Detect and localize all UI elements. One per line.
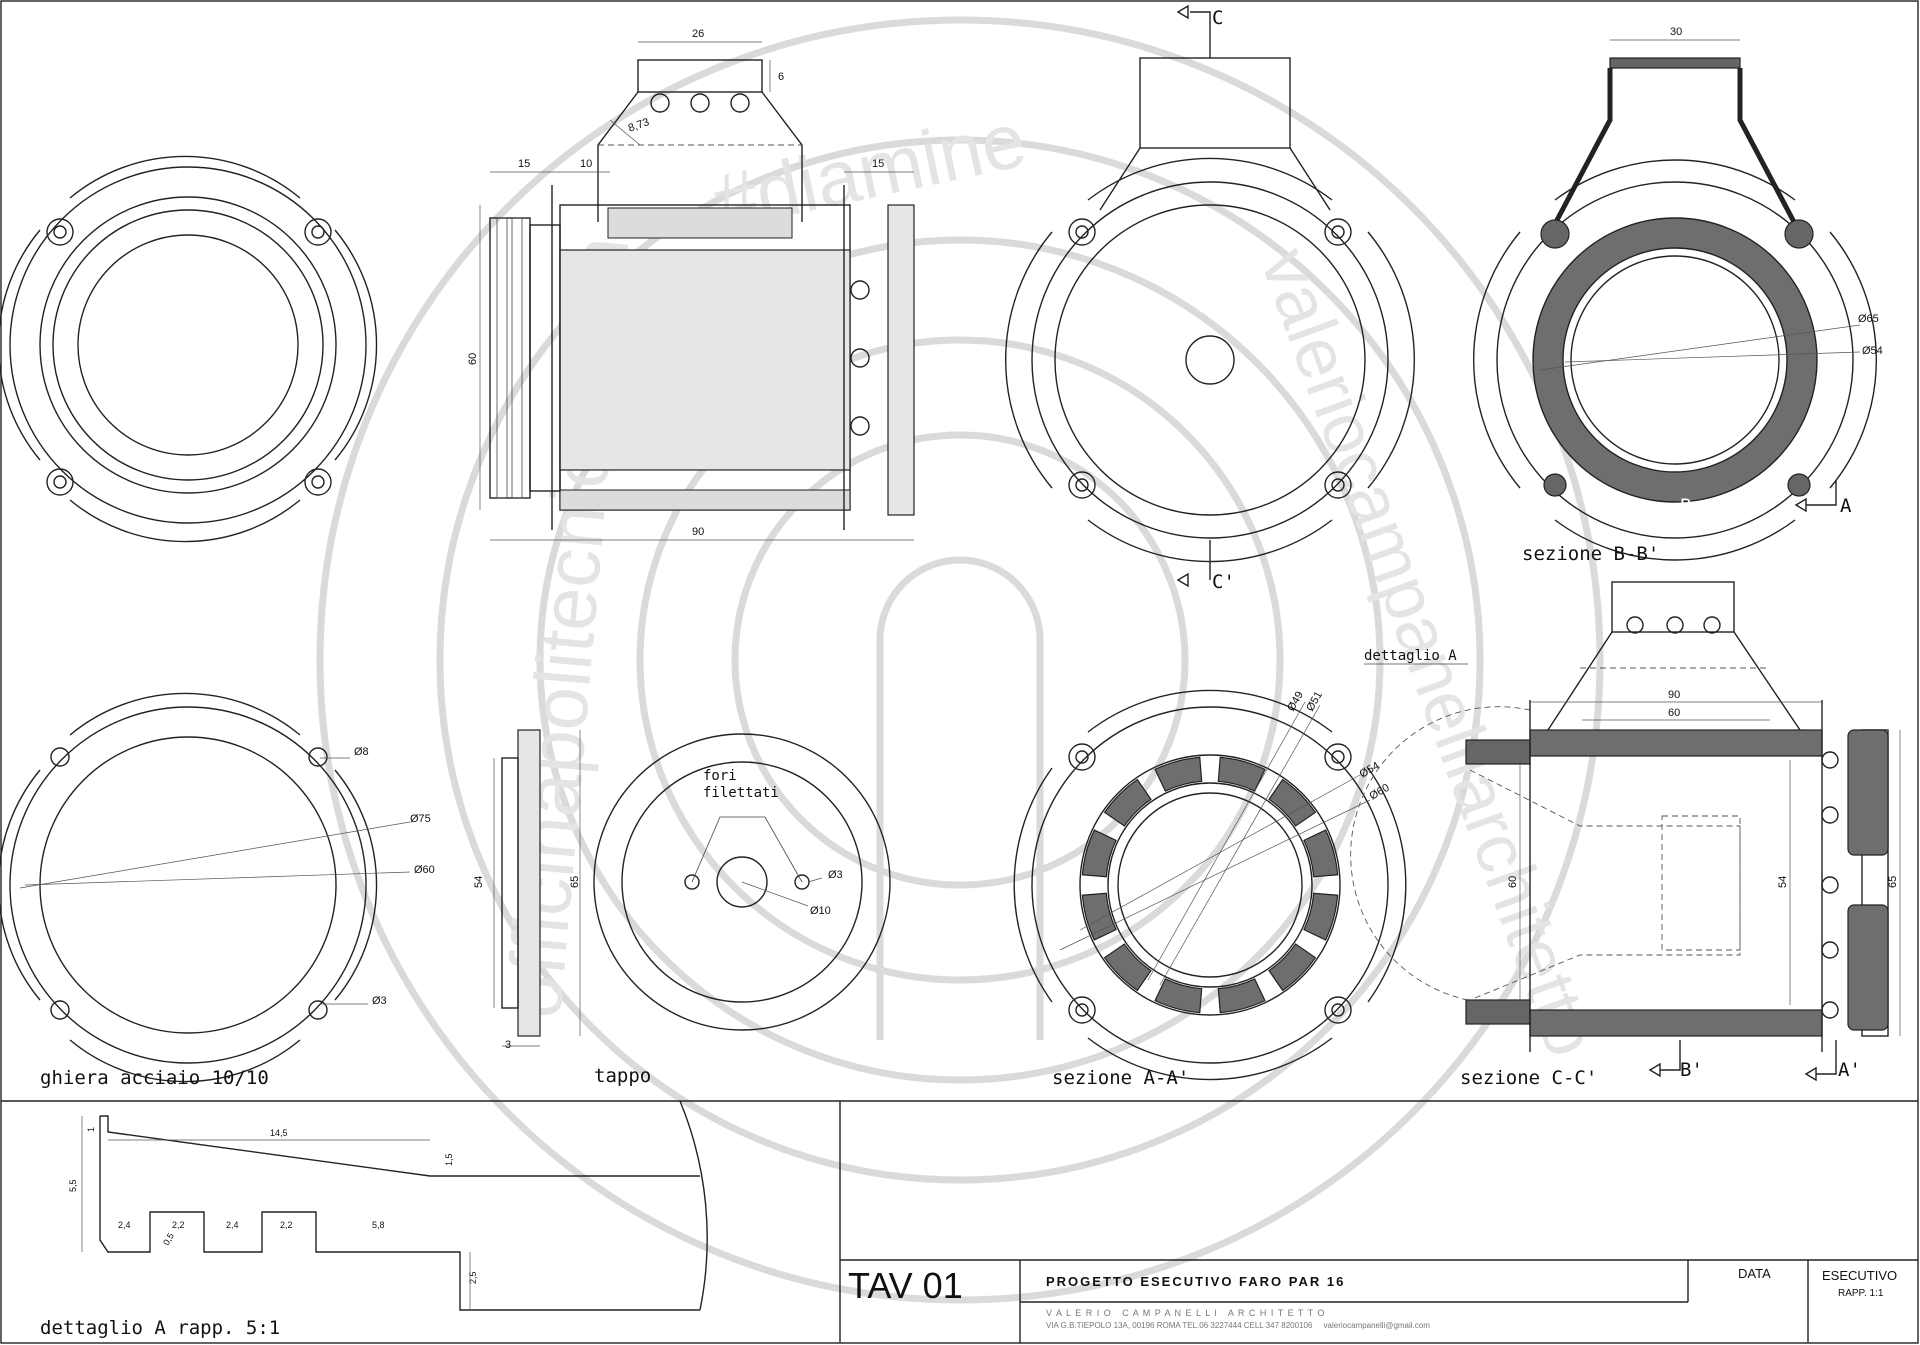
address-line: VIA G.B.TIEPOLO 13A, 00196 ROMA TEL.06 3… <box>1046 1321 1430 1330</box>
dim-3-gh: Ø3 <box>372 995 387 1007</box>
dim-90-cc: 90 <box>1668 689 1680 701</box>
author-line: V A L E R I O C A M P A N E L L I A R C … <box>1046 1308 1325 1318</box>
dim-30: 30 <box>1670 26 1682 38</box>
det-dim-1: 1 <box>86 1127 96 1132</box>
dim-75: Ø75 <box>410 813 431 825</box>
det-dim-2-2a: 2,2 <box>172 1220 185 1230</box>
dim-54-bb: Ø54 <box>1862 345 1883 357</box>
det-dim-2-4b: 2,4 <box>226 1220 239 1230</box>
label-sezione-aa: sezione A-A' <box>1052 1067 1189 1089</box>
dim-15-left: 15 <box>518 158 530 170</box>
section-aa-view: Ø49 Ø51 Ø54 Ø60 sezione A-A' <box>1013 689 1407 1089</box>
label-dettaglio-a: dettaglio A rapp. 5:1 <box>40 1317 280 1339</box>
marker-c-bottom: C' <box>1212 571 1235 593</box>
label-dettaglio-a-tag: dettaglio A <box>1364 648 1457 664</box>
det-dim-2-4a: 2,4 <box>118 1220 131 1230</box>
dim-60-gh: Ø60 <box>414 864 435 876</box>
aa-cooling-segments <box>1081 756 1339 1014</box>
dim-65-tappo: 65 <box>569 876 581 888</box>
det-dim-5-5: 5,5 <box>68 1179 78 1192</box>
det-dim-1-5: 1,5 <box>444 1153 454 1166</box>
dim-51: Ø51 <box>1304 689 1325 713</box>
aa-ring-segment <box>1303 892 1339 941</box>
det-dim-0-5: 0,5 <box>161 1231 176 1247</box>
label-ghiera: ghiera acciaio 10/10 <box>40 1067 269 1089</box>
dim-54-tappo: 54 <box>473 876 485 888</box>
section-cc-view: 90 60 60 54 65 dettaglio A B' A' sezione… <box>1350 581 1901 1089</box>
dim-8: Ø8 <box>354 746 369 758</box>
data-label: DATA <box>1738 1266 1771 1281</box>
marker-b-inner: B <box>1680 495 1691 517</box>
label-fori-2: filettati <box>703 785 779 801</box>
det-dim-14-5: 14,5 <box>270 1128 288 1138</box>
section-bb-view: 30 Ø65 Ø54 A B sezione B-B' <box>1472 26 1883 565</box>
tav-number: TAV 01 <box>848 1265 963 1306</box>
ghiera-bolt-holes <box>46 218 332 496</box>
dim-10-hole: Ø10 <box>810 905 831 917</box>
aa-ring-segment <box>1303 829 1339 878</box>
stage-label: ESECUTIVO <box>1822 1268 1897 1283</box>
label-fori-1: fori <box>703 768 737 784</box>
dim-6: 6 <box>778 71 784 83</box>
dim-54-cc: 54 <box>1777 876 1789 888</box>
dim-60-cc-left: 60 <box>1507 876 1519 888</box>
dim-3-tappo: 3 <box>505 1039 511 1051</box>
marker-a-prime: A' <box>1838 1059 1861 1081</box>
det-dim-5-8: 5,8 <box>372 1220 385 1230</box>
aa-ring-segment <box>1268 778 1317 827</box>
dim-3-hole: Ø3 <box>828 869 843 881</box>
label-sezione-bb: sezione B-B' <box>1522 543 1659 565</box>
aa-ring-segment <box>1103 943 1152 992</box>
dim-49: Ø49 <box>1285 689 1306 713</box>
dim-90-side: 90 <box>692 526 704 538</box>
marker-b-prime: B' <box>1680 1059 1703 1081</box>
dim-8-73: 8,73 <box>627 116 651 135</box>
front-bracket-view: C C' <box>1004 4 1416 593</box>
scale-label: RAPP. 1:1 <box>1838 1288 1884 1299</box>
title-block: TAV 01 PROGETTO ESECUTIVO FARO PAR 16 DA… <box>840 1259 1918 1343</box>
dim-10: 10 <box>580 158 592 170</box>
dim-60-side: 60 <box>467 353 479 365</box>
dim-60-aa: Ø60 <box>1368 782 1392 803</box>
aa-ring-segment <box>1081 829 1117 878</box>
tappo-view: 54 3 65 Ø3 Ø10 fori filettati tappo <box>473 729 891 1087</box>
dim-26: 26 <box>692 28 704 40</box>
side-elevation-view: 26 6 8,73 15 10 15 60 90 <box>467 28 915 541</box>
marker-c-top: C <box>1212 7 1223 29</box>
aa-ring-segment <box>1154 756 1203 792</box>
dim-60-cc-top: 60 <box>1668 707 1680 719</box>
ghiera-dims-view: Ø8 Ø75 Ø60 Ø3 ghiera acciaio 10/10 <box>0 692 435 1089</box>
det-dim-2-2b: 2,2 <box>280 1220 293 1230</box>
dim-15-right: 15 <box>872 158 884 170</box>
marker-a-right: A <box>1840 495 1852 517</box>
project-title: PROGETTO ESECUTIVO FARO PAR 16 <box>1046 1274 1345 1289</box>
aa-ring-segment <box>1103 778 1152 827</box>
det-dim-2-5: 2,5 <box>468 1271 478 1284</box>
aa-ring-segment <box>1268 943 1317 992</box>
ghiera-front-view <box>0 155 378 543</box>
aa-ring-segment <box>1081 892 1117 941</box>
label-sezione-cc: sezione C-C' <box>1460 1067 1597 1089</box>
aa-ring-segment <box>1154 978 1203 1014</box>
detail-a-view: 14,5 1 1,5 5,5 2,4 2,2 2,4 2,2 5,8 0,5 2… <box>40 1100 708 1339</box>
label-tappo: tappo <box>594 1065 651 1087</box>
dim-65-cc: 65 <box>1887 876 1899 888</box>
dim-54-aa: Ø54 <box>1358 760 1382 781</box>
aa-ring-segment <box>1217 978 1266 1014</box>
dim-65-bb: Ø65 <box>1858 313 1879 325</box>
